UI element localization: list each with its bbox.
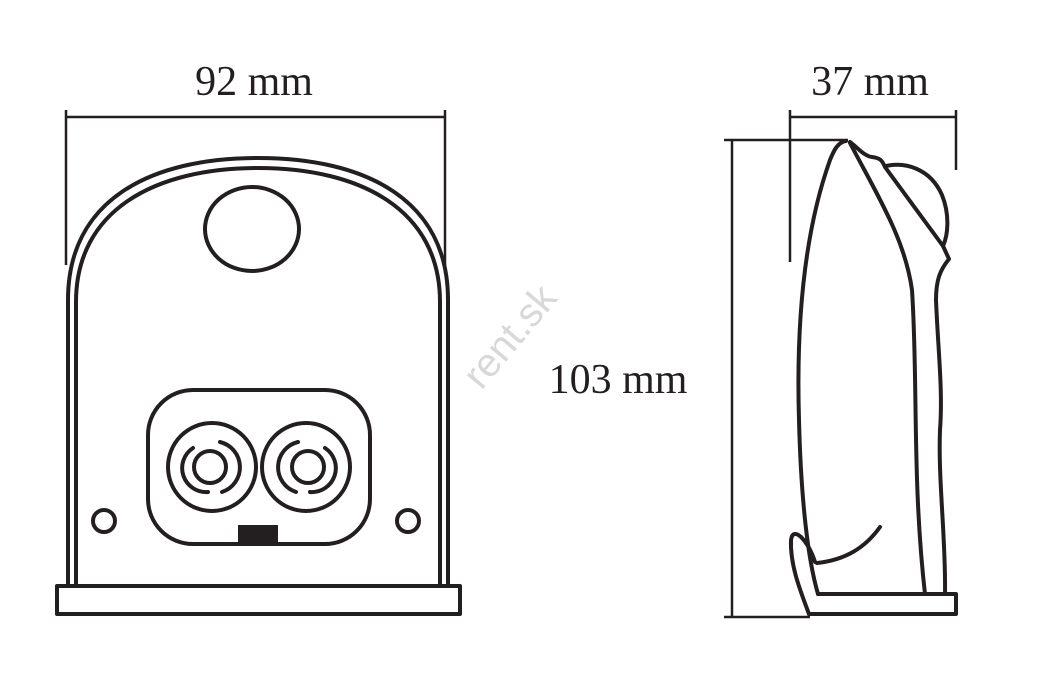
side-foot (788, 532, 817, 616)
height-dimension (724, 138, 848, 619)
side-front-face (796, 139, 848, 596)
screw-hole-left (91, 508, 117, 534)
mounting-base (55, 584, 462, 616)
side-sensor-dome (884, 162, 950, 248)
width-dimension: 92 mm (64, 59, 447, 265)
lamp-left (166, 421, 258, 513)
housing-outer (66, 156, 450, 588)
side-inner-edge (848, 141, 927, 596)
side-view: 37 mm (724, 59, 958, 619)
housing-inner (74, 166, 442, 588)
depth-label: 37 mm (811, 59, 929, 105)
sensor-lens (203, 185, 301, 273)
lamp-right (260, 421, 352, 513)
side-bracket-curve (815, 525, 882, 565)
screw-hole-right (395, 508, 421, 534)
side-back-profile (848, 140, 951, 596)
depth-dimension: 37 mm (788, 59, 958, 262)
width-label: 92 mm (195, 59, 313, 105)
height-label: 103 mm (549, 357, 688, 403)
front-view: 92 mm (55, 59, 462, 616)
side-base (807, 592, 958, 616)
lamp-panel (146, 388, 372, 546)
switch-tab (238, 525, 278, 542)
